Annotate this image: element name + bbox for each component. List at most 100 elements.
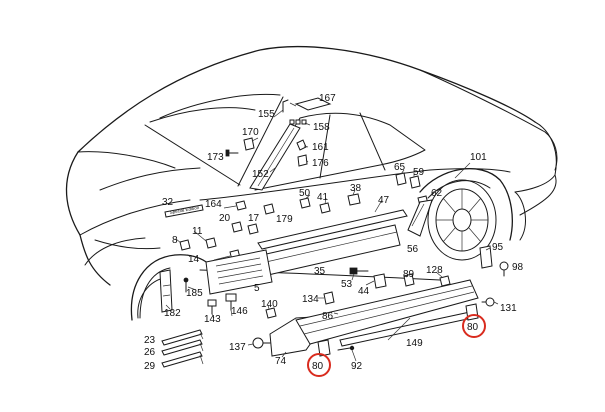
- part-161-clip: [296, 139, 307, 151]
- badge-plate-text: Special Edition: [169, 205, 200, 215]
- label-158: 158: [313, 122, 330, 133]
- label-167: 167: [319, 93, 336, 104]
- part-167-roof-trim: [294, 97, 332, 111]
- part-65-clip: [395, 172, 407, 186]
- part-92-pin: [337, 345, 355, 351]
- label-134: 134: [302, 294, 319, 305]
- part-140-clip: [265, 307, 277, 319]
- part-8-clip: [179, 239, 191, 251]
- part-50-clip: [299, 197, 311, 209]
- part-179-clip: [263, 203, 275, 215]
- label-50: 50: [299, 188, 311, 199]
- label-23: 23: [144, 335, 156, 346]
- label-182: 182: [164, 308, 181, 319]
- label-128: 128: [426, 265, 443, 276]
- label-185: 185: [186, 288, 203, 299]
- label-149: 149: [406, 338, 423, 349]
- part-20-clip: [231, 221, 243, 233]
- highlight-ring-80-rear: [462, 314, 486, 338]
- part-131-screw: [481, 297, 495, 307]
- leader-lines: [165, 102, 499, 365]
- part-170-clip: [243, 137, 255, 151]
- label-95: 95: [492, 242, 504, 253]
- part-146-screw: [225, 293, 237, 311]
- label-176: 176: [312, 158, 329, 169]
- label-164: 164: [205, 199, 222, 210]
- label-47: 47: [378, 195, 390, 206]
- label-89: 89: [403, 269, 415, 280]
- label-74: 74: [275, 356, 287, 367]
- callout-labels: 167 155 158 170 161 173 176 152 101 65 5…: [144, 93, 524, 372]
- part-11-clip: [205, 237, 217, 249]
- highlight-ring-80-front: [307, 353, 331, 377]
- label-59: 59: [413, 167, 425, 178]
- label-5: 5: [254, 283, 260, 294]
- part-95-bracket: [479, 245, 493, 269]
- label-8: 8: [172, 235, 178, 246]
- part-137-screw: [252, 337, 271, 349]
- label-179: 179: [276, 214, 293, 225]
- label-86: 86: [322, 311, 334, 322]
- label-92: 92: [351, 361, 363, 372]
- label-80-rear: 80: [467, 322, 479, 333]
- label-137: 137: [229, 342, 246, 353]
- part-152-pillar-trim: [249, 123, 301, 191]
- part-rocker-panel-sill: [295, 279, 479, 345]
- part-53-bolt: [349, 267, 369, 275]
- label-14: 14: [188, 254, 200, 265]
- part-5-fender-panel: [205, 249, 273, 295]
- part-128-clip: [439, 275, 451, 287]
- label-35: 35: [314, 266, 326, 277]
- label-65: 65: [394, 162, 406, 173]
- part-185-screw: [183, 277, 189, 293]
- part-164-clip: [235, 200, 247, 211]
- part-182-bracket: [159, 269, 173, 313]
- part-155-clip: [282, 99, 289, 113]
- part-59-clip: [409, 175, 421, 189]
- part-56-rear-panel: [407, 199, 433, 237]
- part-134-clip: [323, 291, 335, 305]
- part-173-screw: [225, 149, 239, 157]
- rear-wheel: [427, 179, 497, 261]
- part-26-strip: [161, 339, 203, 356]
- label-17: 17: [248, 213, 260, 224]
- label-26: 26: [144, 347, 156, 358]
- part-17-clip: [247, 223, 259, 235]
- label-80-front: 80: [312, 361, 324, 372]
- part-41-clip: [319, 202, 331, 214]
- label-32: 32: [162, 197, 174, 208]
- car-body-outline: [65, 45, 558, 321]
- label-44: 44: [358, 286, 370, 297]
- part-158-pads: [289, 119, 307, 125]
- part-47-door-moulding: [257, 209, 408, 250]
- label-143: 143: [204, 314, 221, 325]
- part-23-strip: [161, 329, 203, 346]
- label-131: 131: [500, 303, 517, 314]
- part-38-clip: [347, 193, 361, 206]
- label-140: 140: [261, 299, 278, 310]
- label-98: 98: [512, 262, 524, 273]
- label-155: 155: [258, 109, 275, 120]
- label-29: 29: [144, 361, 156, 372]
- part-29-strip: [161, 351, 203, 368]
- part-176-clip: [297, 154, 308, 167]
- label-11: 11: [192, 226, 203, 237]
- part-44-clip: [373, 273, 387, 289]
- label-53: 53: [341, 279, 353, 290]
- label-38: 38: [350, 183, 362, 194]
- part-98-screw: [499, 261, 509, 277]
- label-62: 62: [431, 188, 443, 199]
- label-101: 101: [470, 152, 487, 163]
- part-143-screw: [207, 299, 217, 315]
- label-173: 173: [207, 152, 224, 163]
- label-41: 41: [317, 192, 329, 203]
- label-146: 146: [231, 306, 248, 317]
- label-56: 56: [407, 244, 419, 255]
- label-152: 152: [252, 169, 269, 180]
- label-20: 20: [219, 213, 231, 224]
- part-32-badge-plate: Special Edition: [164, 204, 204, 218]
- part-80-end-cap-front: [317, 339, 331, 357]
- label-161: 161: [312, 142, 329, 153]
